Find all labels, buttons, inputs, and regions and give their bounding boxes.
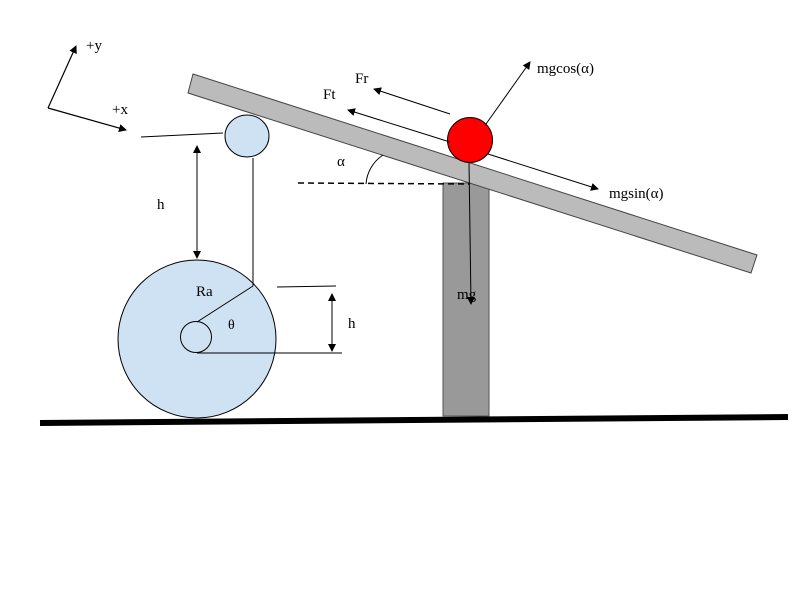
wheel-radius-line bbox=[196, 285, 254, 323]
height-tick-top-right bbox=[276, 285, 337, 288]
tension-label: Ft bbox=[323, 87, 336, 103]
ball bbox=[447, 117, 493, 163]
normal-component-arrow bbox=[485, 61, 531, 125]
y-axis-arrow bbox=[47, 45, 77, 109]
height-label-left: h bbox=[157, 197, 165, 213]
ground-line bbox=[39, 414, 789, 426]
friction-label: Fr bbox=[355, 71, 368, 87]
weight-label: mg bbox=[457, 287, 477, 303]
height-label-right: h bbox=[348, 316, 356, 332]
pulley bbox=[224, 114, 270, 158]
alpha-angle-arc bbox=[365, 154, 384, 185]
inclined-beam bbox=[187, 73, 758, 274]
height-tick-top-left bbox=[140, 132, 224, 138]
horizontal-reference-dashed bbox=[297, 182, 471, 185]
x-axis-label: +x bbox=[112, 102, 128, 118]
theta-label: θ bbox=[228, 318, 235, 333]
alpha-label: α bbox=[337, 154, 345, 170]
height-indicator-right: h bbox=[276, 285, 356, 352]
radius-label: Ra bbox=[196, 284, 213, 300]
tension-arrow bbox=[347, 108, 451, 143]
parallel-component-arrow bbox=[487, 153, 599, 191]
y-axis-label: +y bbox=[86, 38, 102, 54]
height-indicator-left: h bbox=[140, 132, 224, 259]
wheel-hub bbox=[180, 321, 212, 353]
x-axis-arrow bbox=[47, 107, 127, 132]
force-vectors: Fr Ft mgcos(α) mgsin(α) mg bbox=[323, 61, 664, 305]
friction-arrow bbox=[373, 87, 451, 115]
pillar bbox=[442, 182, 490, 417]
weight-arrow bbox=[466, 161, 475, 305]
coordinate-axes: +y +x bbox=[47, 38, 128, 132]
parallel-component-label: mgsin(α) bbox=[609, 186, 664, 202]
normal-component-label: mgcos(α) bbox=[537, 61, 594, 77]
